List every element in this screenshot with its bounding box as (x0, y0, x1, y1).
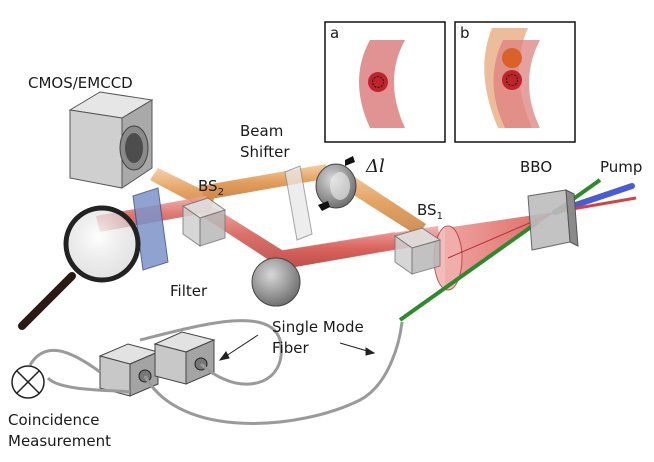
coincidence-label-1: Coincidence (8, 411, 99, 429)
coincidence-meter-icon (11, 365, 45, 399)
delta-l-arrows-icon (318, 156, 355, 211)
bs2-label: BS2 (198, 177, 224, 198)
bs1-label: BS1 (417, 201, 443, 222)
fiber-label-2: Fiber (272, 339, 309, 357)
inset-b-label: b (460, 24, 470, 42)
magnifier-icon (18, 205, 141, 330)
fiber-pointers (218, 334, 376, 361)
camera-icon (68, 91, 154, 189)
beam-shifter-plate (284, 165, 313, 241)
filter-label: Filter (170, 282, 208, 300)
detector-1-icon (98, 343, 160, 397)
fiber-coupler (398, 220, 540, 322)
bbo-label: BBO (520, 158, 552, 176)
delta-l-label: Δl (365, 156, 385, 177)
beam-shifter-label-2: Shifter (240, 143, 290, 161)
beam-shifter-label-1: Beam (240, 122, 283, 140)
bs2-cube (181, 197, 227, 247)
detector-2-icon (153, 331, 216, 385)
bbo-crystal-icon (527, 189, 579, 251)
inset-a: a (324, 21, 446, 143)
mirror-delay (315, 163, 357, 209)
pump-label: Pump (600, 158, 642, 176)
mirror-lower (251, 257, 301, 307)
camera-label: CMOS/EMCCD (28, 74, 133, 92)
fiber-cables (28, 319, 404, 425)
inset-a-label: a (330, 24, 339, 42)
inset-b: b (454, 21, 576, 143)
filter-plate (132, 187, 169, 271)
coincidence-label-2: Measurement (8, 432, 111, 450)
bs1-cube (393, 227, 442, 275)
fiber-label-1: Single Mode (272, 318, 364, 336)
